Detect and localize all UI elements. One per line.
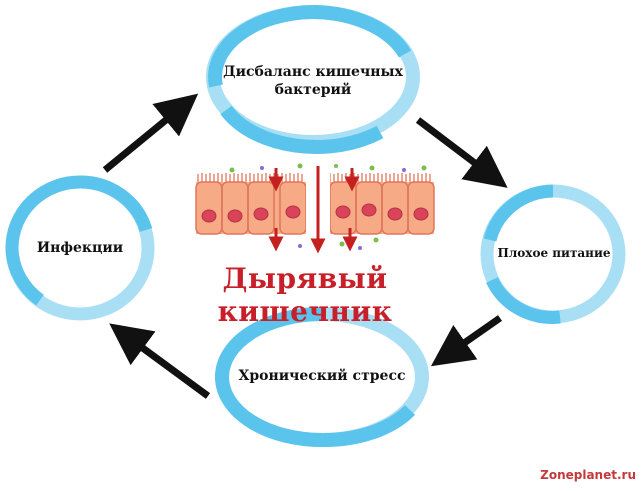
ring-poor-nutrition [480,184,626,324]
arrow-poor-nutrition-to-chronic-stress [430,315,503,367]
ring-infections [5,175,155,321]
center-title: Дырявый кишечник [217,262,393,328]
watermark: Zoneplanet.ru [540,468,636,482]
ring-chronic-stress [215,307,429,448]
arrow-dysbiosis-to-poor-nutrition [415,117,508,188]
node-poor-nutrition-label: Плохое питание [497,246,611,260]
node-chronic-stress-label: Хронический стресс [238,368,406,384]
arrow-infections-to-dysbiosis [102,93,199,173]
node-dysbiosis-label: Дисбаланс кишечных бактерий [223,64,403,98]
ring-dysbiosis [206,5,420,154]
node-infections-label: Инфекции [36,240,124,256]
arrow-chronic-stress-to-infections [109,323,211,399]
gut-lining-illustration [195,163,435,254]
